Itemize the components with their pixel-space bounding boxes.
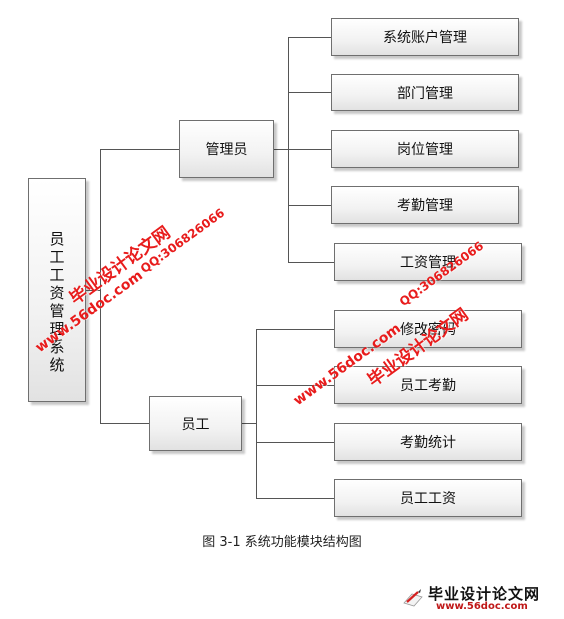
employee-child-label: 员工工资: [400, 491, 456, 507]
connector-employee-child-1: [256, 329, 334, 330]
employee-child-stats: 考勤统计: [334, 423, 522, 461]
connector-admin-child-3: [288, 149, 331, 150]
connector-to-admin: [100, 149, 179, 150]
connector-admin-child-1: [288, 37, 331, 38]
admin-node: 管理员: [179, 120, 274, 178]
employee-child-label: 修改密码: [400, 322, 456, 338]
employee-child-password: 修改密码: [334, 310, 522, 348]
employee-child-attendance: 员工考勤: [334, 366, 522, 404]
pen-paper-icon: [403, 589, 423, 607]
site-logo: 毕业设计论文网 www.56doc.com: [402, 583, 552, 613]
logo-title: 毕业设计论文网: [428, 585, 541, 603]
employee-node-label: 员工: [181, 416, 210, 433]
connector-admin-child-2: [288, 92, 331, 93]
admin-child-attendance: 考勤管理: [331, 186, 519, 224]
root-node: 员工工资管理系统: [28, 178, 86, 402]
admin-child-label: 岗位管理: [397, 142, 453, 158]
connector-admin-child-5: [288, 262, 334, 263]
admin-child-position: 岗位管理: [331, 130, 519, 168]
admin-node-label: 管理员: [205, 142, 248, 158]
employee-child-label: 考勤统计: [400, 435, 456, 451]
admin-child-label: 考勤管理: [397, 198, 453, 214]
employee-node: 员工: [149, 396, 242, 451]
admin-child-salary: 工资管理: [334, 243, 522, 281]
connector-to-employee: [100, 423, 149, 424]
admin-child-department: 部门管理: [331, 74, 519, 111]
connector-employee-trunk: [256, 329, 257, 499]
connector-root-to-trunk: [86, 290, 101, 291]
connector-admin-out: [274, 149, 289, 150]
connector-employee-child-3: [256, 442, 334, 443]
connector-employee-child-2: [256, 385, 334, 386]
connector-employee-out: [242, 423, 257, 424]
connector-employee-child-4: [256, 498, 334, 499]
admin-child-account: 系统账户管理: [331, 18, 519, 56]
admin-child-label: 系统账户管理: [383, 30, 467, 46]
figure-caption: 图 3-1 系统功能模块结构图: [202, 535, 362, 550]
root-node-label: 员工工资管理系统: [47, 231, 66, 375]
watermark-qq-left: QQ:306826066: [137, 205, 228, 276]
admin-child-label: 部门管理: [397, 85, 453, 102]
connector-admin-child-4: [288, 205, 331, 206]
admin-child-label: 工资管理: [400, 255, 456, 271]
employee-child-salary: 员工工资: [334, 479, 522, 517]
employee-child-label: 员工考勤: [400, 378, 456, 394]
connector-level1-trunk: [100, 149, 101, 423]
logo-url: www.56doc.com: [436, 601, 528, 612]
